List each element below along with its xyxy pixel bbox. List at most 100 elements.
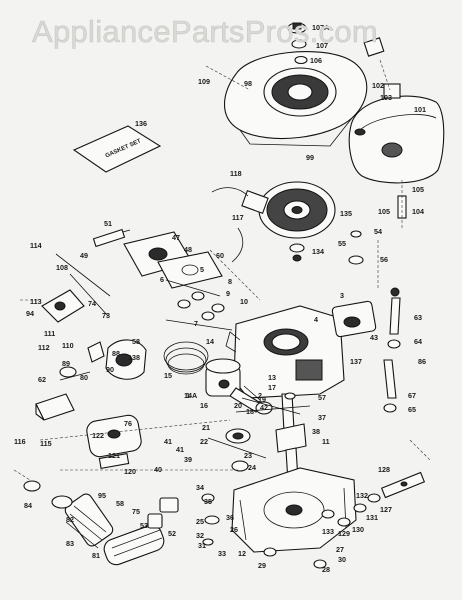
callout-25: 25 <box>196 517 204 526</box>
callout-53: 53 <box>140 521 148 530</box>
callout-42: 42 <box>260 403 268 412</box>
callout-74: 74 <box>88 299 96 308</box>
callout-129: 129 <box>338 529 350 538</box>
callout-8: 8 <box>228 277 232 286</box>
callout-120: 120 <box>124 467 136 476</box>
callout-115: 115 <box>40 439 52 448</box>
callout-109: 109 <box>198 77 210 86</box>
callout-113: 113 <box>30 297 42 306</box>
callout-86: 86 <box>418 357 426 366</box>
callout-116: 116 <box>14 437 26 446</box>
callout-21: 21 <box>202 423 210 432</box>
callout-29: 29 <box>258 561 266 570</box>
callout-5: 5 <box>200 265 204 274</box>
callout-95: 95 <box>98 491 106 500</box>
callout-48: 48 <box>184 245 192 254</box>
callout-24: 24 <box>248 463 256 472</box>
callout-40: 40 <box>154 465 162 474</box>
callout-64: 64 <box>414 337 422 346</box>
callout-88: 88 <box>112 349 120 358</box>
callout-128: 128 <box>378 465 390 474</box>
callout-136: 136 <box>135 119 147 128</box>
plate-56 <box>348 255 364 265</box>
callout-11: 11 <box>322 437 330 446</box>
callout-55: 55 <box>338 239 346 248</box>
callout-104: 104 <box>412 207 424 216</box>
callout-26: 26 <box>230 525 238 534</box>
filter-base <box>23 480 73 509</box>
callout-107A: 107A <box>312 23 329 32</box>
ignition-armature <box>211 187 269 263</box>
air-filter-element <box>64 493 114 549</box>
callout-36: 36 <box>226 513 234 522</box>
carburetor-plate <box>92 228 223 289</box>
callout-41a: 41 <box>176 445 184 454</box>
flywheel-key <box>292 254 302 262</box>
camshaft <box>207 428 267 472</box>
callout-51: 51 <box>104 219 112 228</box>
callout-89: 89 <box>62 359 70 368</box>
flywheel-nut <box>289 243 305 253</box>
callout-17: 17 <box>268 383 276 392</box>
callout-41b: 41 <box>164 437 172 446</box>
callout-27: 27 <box>336 545 344 554</box>
callout-76: 76 <box>124 419 132 428</box>
breather-assembly <box>331 300 377 338</box>
callout-14: 14 <box>206 337 214 346</box>
callout-35: 35 <box>204 497 212 506</box>
callout-62: 62 <box>38 375 46 384</box>
washer-54 <box>350 230 362 238</box>
callout-112: 112 <box>38 343 50 352</box>
callout-14A: 14A <box>184 391 197 400</box>
callout-1: 1 <box>186 391 190 400</box>
callout-54: 54 <box>374 227 382 236</box>
assembly-guide-lines <box>13 59 431 481</box>
callout-20: 20 <box>234 401 242 410</box>
callout-135: 135 <box>340 209 352 218</box>
valve-stem <box>241 397 301 415</box>
callout-101: 101 <box>414 105 426 114</box>
callout-107: 107 <box>316 41 328 50</box>
pto-shaft <box>380 471 426 499</box>
callout-4: 4 <box>314 315 318 324</box>
callout-12: 12 <box>238 549 246 558</box>
rewind-starter-parts <box>287 22 385 65</box>
callout-65: 65 <box>408 405 416 414</box>
callout-81: 81 <box>92 551 100 560</box>
callout-9: 9 <box>226 289 230 298</box>
bolts-group <box>165 279 233 331</box>
starter-cup <box>321 493 381 527</box>
callout-73: 73 <box>102 311 110 320</box>
callout-60: 60 <box>216 251 224 260</box>
dipstick-tube <box>383 359 397 413</box>
callout-118: 118 <box>230 169 242 178</box>
gasket-set-card: GASKET SET <box>72 125 162 173</box>
carburetor-body <box>87 339 147 380</box>
callout-49: 49 <box>80 251 88 260</box>
callout-18: 18 <box>246 407 254 416</box>
piston-rings <box>163 341 209 375</box>
callout-28: 28 <box>322 565 330 574</box>
callout-127: 127 <box>380 505 392 514</box>
callout-19: 19 <box>258 395 266 404</box>
callout-75: 75 <box>132 507 140 516</box>
callout-23: 23 <box>244 451 252 460</box>
callout-labels: 107A 107 106 109 98 102 103 101 136 99 1… <box>14 23 426 574</box>
callout-110: 110 <box>62 341 74 350</box>
governor-linkage <box>20 253 111 323</box>
callout-105: 105 <box>412 185 424 194</box>
callout-13: 13 <box>268 373 276 382</box>
callout-37: 37 <box>318 413 326 422</box>
callout-34: 34 <box>196 483 204 492</box>
callout-58: 58 <box>132 337 140 346</box>
callout-63: 63 <box>414 313 422 322</box>
callout-16: 16 <box>200 401 208 410</box>
callout-22: 22 <box>200 437 208 446</box>
governor-gear-parts <box>147 493 220 546</box>
callout-33: 33 <box>218 549 226 558</box>
callout-3: 3 <box>340 291 344 300</box>
callout-102: 102 <box>372 81 384 90</box>
callout-108: 108 <box>56 263 68 272</box>
